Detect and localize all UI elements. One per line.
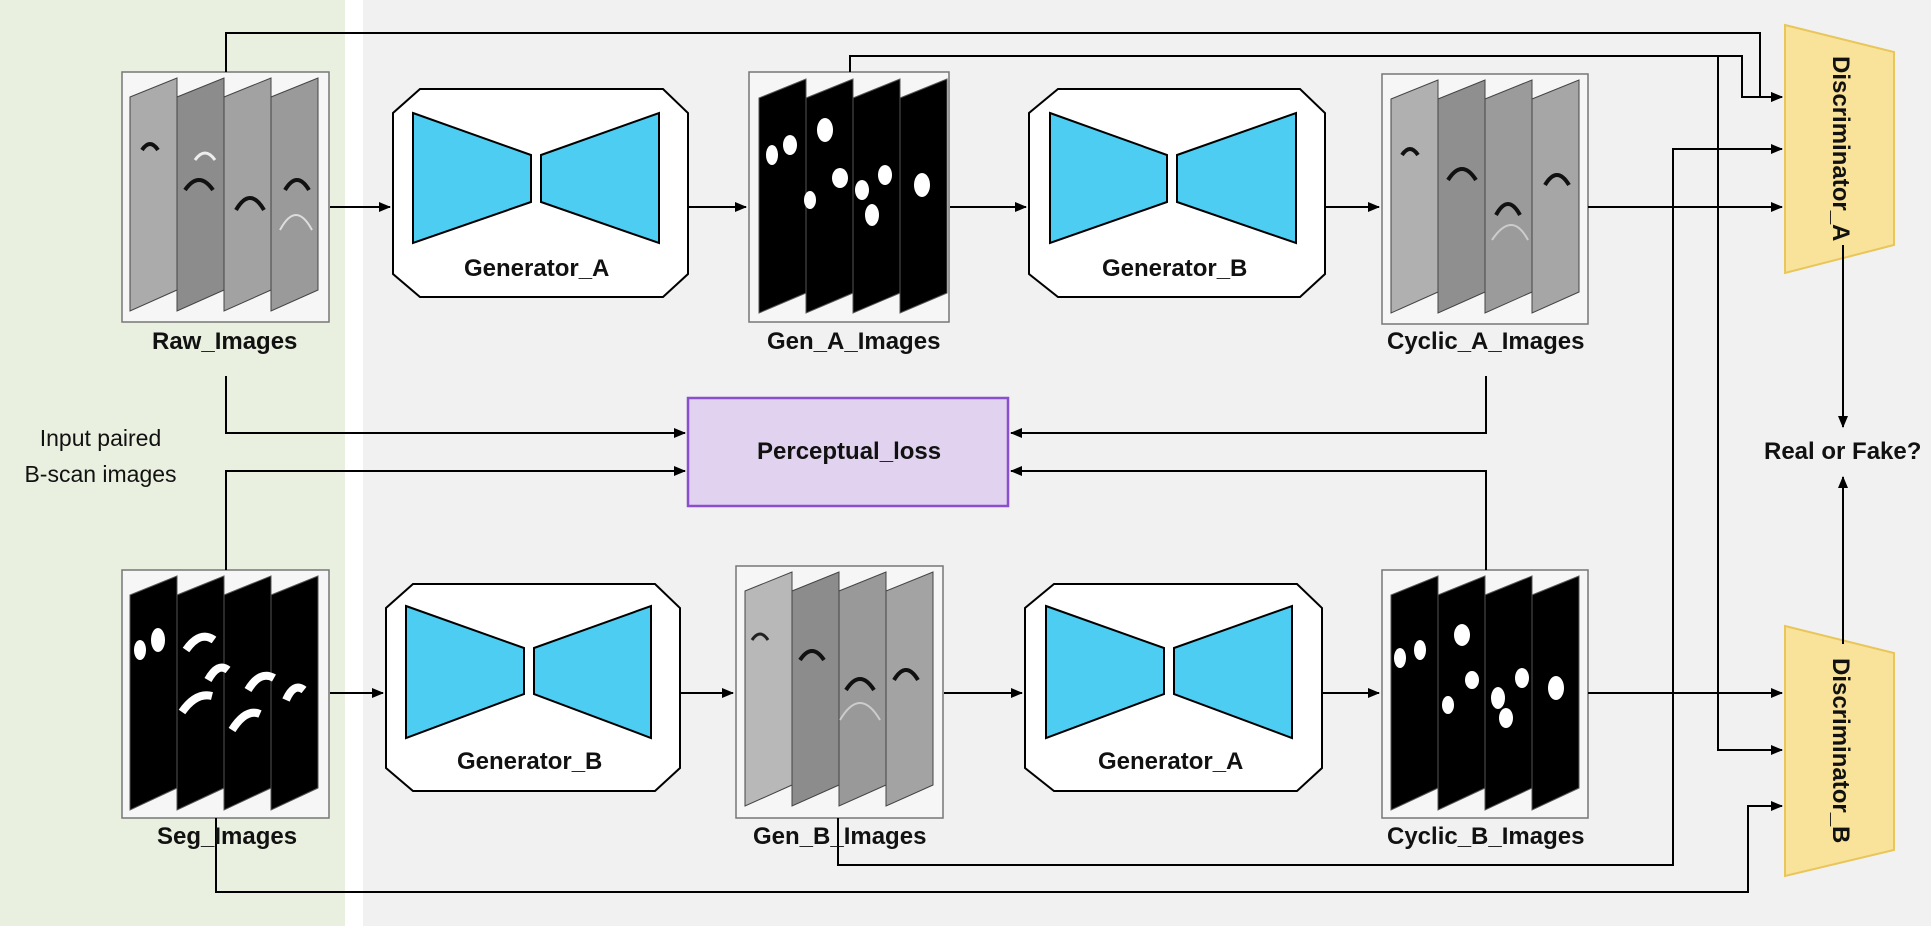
input-label-line2: B-scan images: [24, 461, 177, 487]
perceptual-loss-label: Perceptual_loss: [757, 438, 942, 465]
gen-b-images-label: Gen_B_Images: [753, 823, 927, 850]
gen-b-images-stack: [735, 565, 944, 819]
generator-a-top-block: [392, 88, 689, 298]
generator-b-top-block: [1028, 88, 1326, 298]
gen-a-images-stack: [748, 71, 950, 323]
seg-images-stack: [121, 569, 330, 819]
discriminator-a-label: Discriminator_A: [1827, 56, 1854, 242]
perceptual-loss-box: [686, 396, 1010, 508]
input-label-line1: Input paired: [39, 425, 162, 451]
generator-b-bottom-block: [385, 583, 681, 792]
cyclic-b-images-label: Cyclic_B_Images: [1387, 823, 1585, 850]
real-or-fake-label: Real or Fake?: [1764, 438, 1922, 465]
raw-images-label: Raw_Images: [152, 328, 298, 355]
generator-b-bottom-label: Generator_B: [457, 748, 603, 775]
cyclic-a-images-stack: [1381, 73, 1589, 325]
connectors: [215, 32, 1848, 893]
discriminator-a-shape: [1784, 23, 1895, 275]
discriminator-b-label: Discriminator_B: [1827, 658, 1854, 844]
cyclic-b-images-stack: [1381, 569, 1589, 819]
cyclic-a-images-label: Cyclic_A_Images: [1387, 328, 1585, 355]
gen-a-images-label: Gen_A_Images: [767, 328, 941, 355]
generator-a-top-label: Generator_A: [464, 255, 610, 282]
generator-b-top-label: Generator_B: [1102, 255, 1248, 282]
discriminator-b-shape: [1784, 624, 1895, 878]
generator-a-bottom-block: [1024, 583, 1323, 792]
raw-images-stack: [121, 71, 330, 323]
seg-images-label: Seg_Images: [157, 823, 298, 850]
input-label: Input paired B-scan images: [8, 420, 193, 492]
generator-a-bottom-label: Generator_A: [1098, 748, 1244, 775]
